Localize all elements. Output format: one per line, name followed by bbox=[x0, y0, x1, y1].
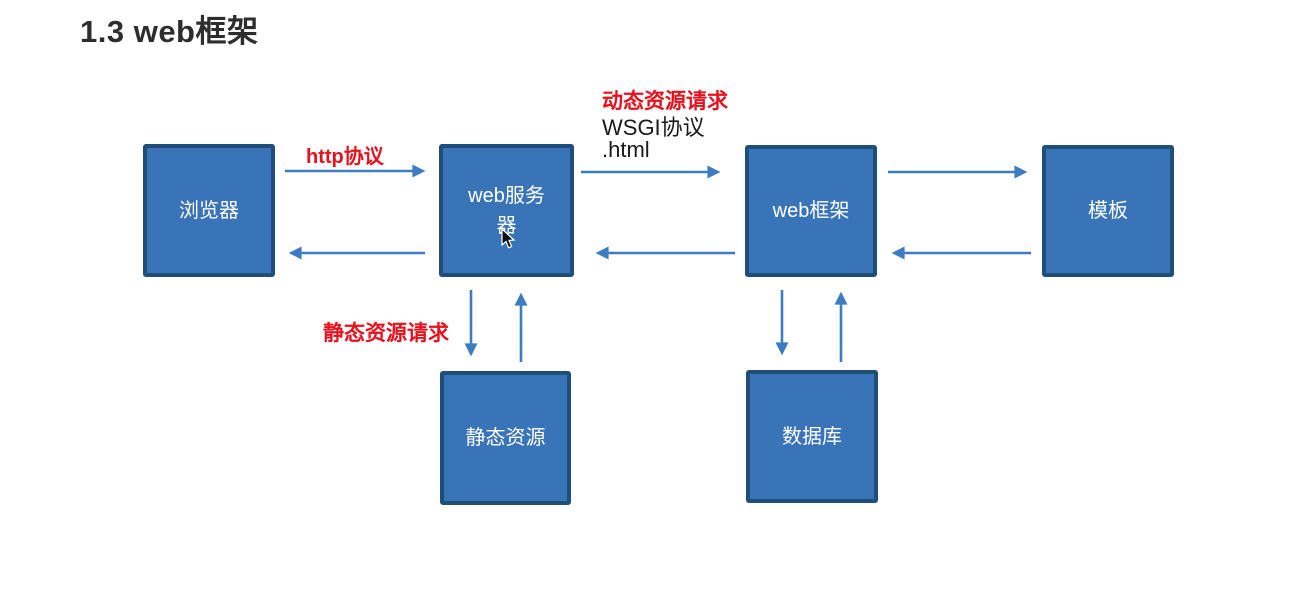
label-wsgi-protocol: WSGI协议 bbox=[602, 115, 705, 140]
node-web-framework-label: web框架 bbox=[772, 200, 850, 222]
label-http-protocol: http协议 bbox=[306, 146, 384, 168]
node-template-label: 模板 bbox=[1088, 200, 1128, 222]
node-web-server: web服务器 bbox=[439, 144, 574, 277]
node-web-framework: web框架 bbox=[745, 145, 877, 277]
node-template: 模板 bbox=[1042, 145, 1174, 277]
mouse-cursor-icon bbox=[501, 228, 516, 249]
page-title: 1.3 web框架 bbox=[80, 14, 259, 49]
node-browser: 浏览器 bbox=[143, 144, 275, 277]
node-browser-label: 浏览器 bbox=[179, 199, 239, 222]
label-static-resource-request: 静态资源请求 bbox=[323, 322, 449, 345]
node-database: 数据库 bbox=[746, 370, 878, 503]
node-database-label: 数据库 bbox=[782, 425, 842, 448]
label-html-file: .html bbox=[602, 137, 650, 162]
node-static-resources-label: 静态资源 bbox=[465, 427, 546, 449]
node-static-resources: 静态资源 bbox=[440, 371, 571, 505]
label-dynamic-resource-request: 动态资源请求 bbox=[602, 90, 728, 113]
